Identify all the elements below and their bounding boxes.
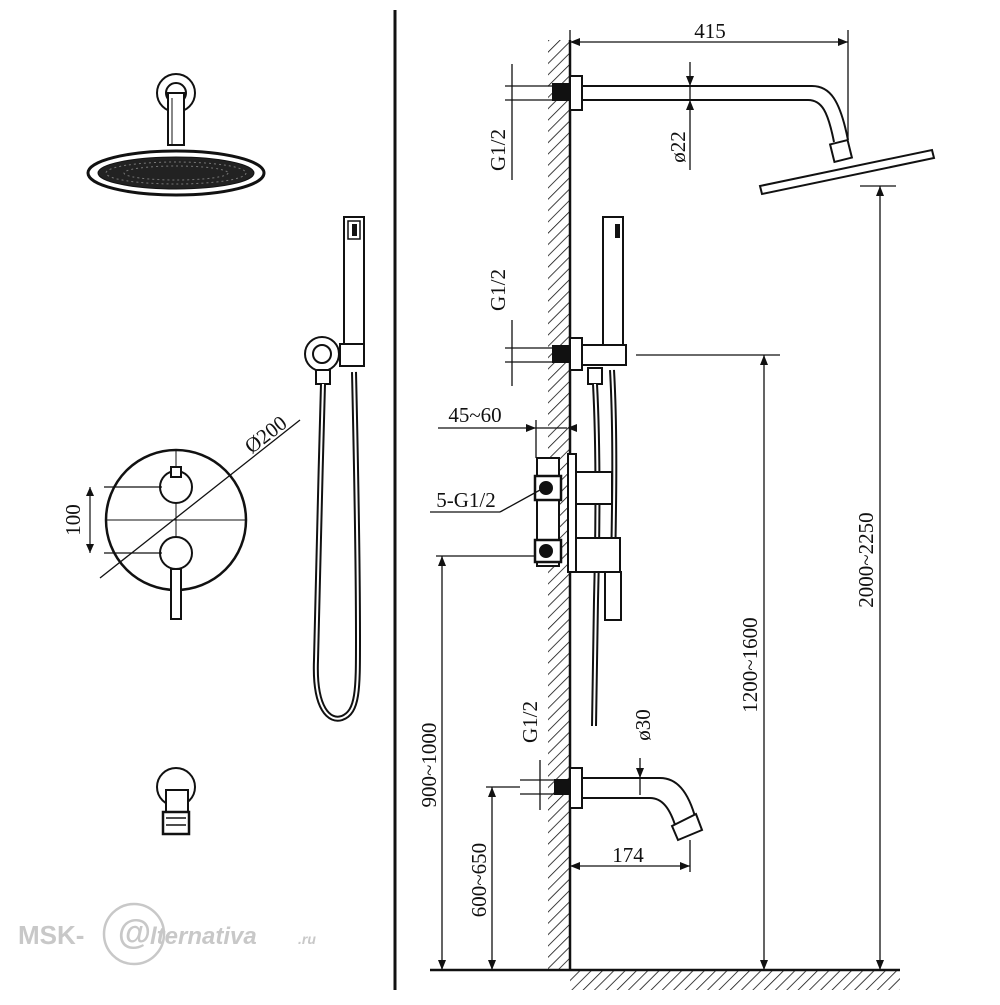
holder-bracket bbox=[339, 343, 365, 367]
bath-spout-side bbox=[554, 767, 704, 842]
watermark-domain: .ru bbox=[298, 931, 316, 947]
height-dimensions bbox=[436, 185, 896, 970]
holder-thread-label: G1/2 bbox=[486, 269, 510, 311]
rain-head-side bbox=[758, 148, 936, 196]
mixer-plate-front bbox=[86, 419, 301, 620]
spout-height-label: 600~650 bbox=[467, 843, 491, 917]
watermark-prefix: MSK- bbox=[18, 920, 84, 950]
spout-diameter-label: ø30 bbox=[631, 709, 655, 741]
floor-hatch bbox=[570, 970, 900, 990]
watermark-ring bbox=[102, 902, 166, 966]
spout-length-label: 174 bbox=[612, 843, 644, 867]
lower-handle bbox=[159, 536, 193, 570]
mixer-body-side bbox=[533, 453, 622, 621]
shower-arm-front bbox=[167, 92, 185, 146]
watermark-suffix: lternativa bbox=[150, 923, 257, 950]
head-height-label: 2000~2250 bbox=[854, 512, 878, 607]
spout-outlet bbox=[161, 810, 191, 836]
rain-shower-head-front bbox=[86, 73, 266, 197]
mixer-depth-label: 45~60 bbox=[448, 403, 501, 427]
mixer-height-label: 900~1000 bbox=[417, 723, 441, 808]
mixer-outlets-label: 5-G1/2 bbox=[436, 488, 496, 512]
arm-diameter-label: ø22 bbox=[666, 131, 690, 163]
handle-spacing-label: 100 bbox=[61, 504, 85, 536]
bath-spout-front bbox=[156, 767, 196, 836]
shower-arm-side bbox=[552, 75, 936, 196]
hand-shower-front bbox=[304, 216, 365, 722]
watermark-at: @ bbox=[117, 914, 150, 952]
arm-flange bbox=[569, 75, 583, 111]
nozzle-area bbox=[97, 156, 255, 190]
inlet-thread-top-label: G1/2 bbox=[486, 129, 510, 171]
spout-thread-label: G1/2 bbox=[518, 701, 542, 743]
lever bbox=[170, 568, 182, 620]
watermark: MSK- @ lternativa .ru bbox=[18, 902, 316, 966]
arm-length-label: 415 bbox=[694, 19, 726, 43]
holder-height-label: 1200~1600 bbox=[738, 617, 762, 712]
plate-diameter-label: Ø200 bbox=[240, 411, 292, 459]
